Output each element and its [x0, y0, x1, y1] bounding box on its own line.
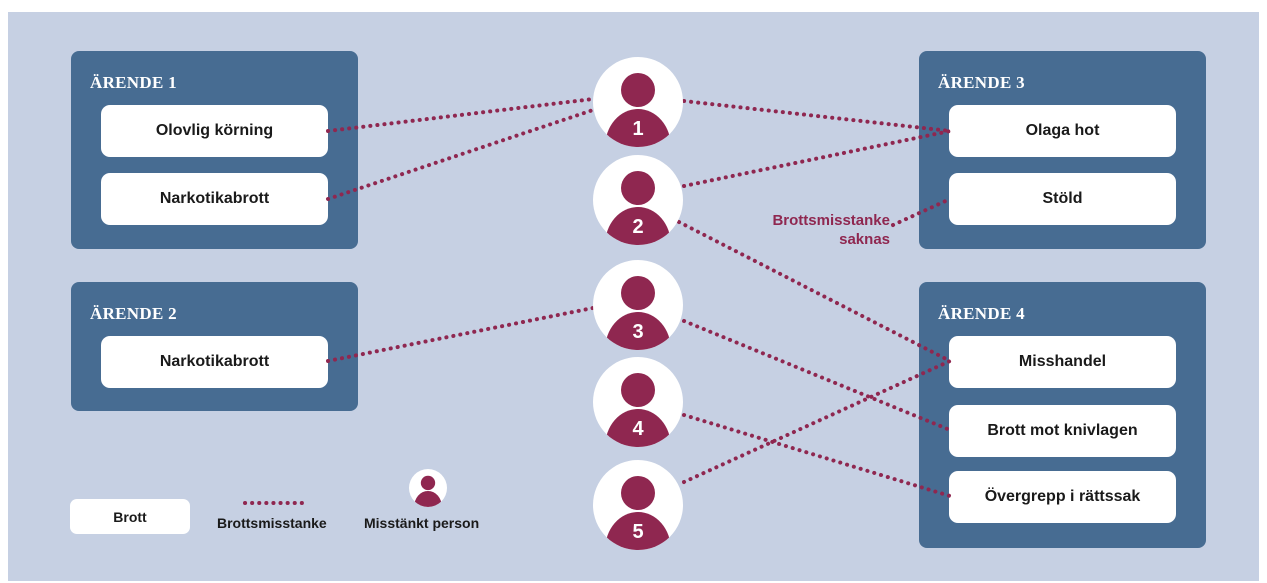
legend-suspicion-label: Brottsmisstanke	[217, 515, 327, 531]
suspect-person-1: 1	[593, 57, 683, 147]
person-number: 3	[632, 321, 643, 343]
person-number: 2	[632, 216, 643, 238]
missing-suspicion-line-1: Brottsmisstanke	[772, 212, 890, 229]
person-silhouette-icon: 3	[605, 276, 671, 350]
legend-suspicion-line	[243, 501, 310, 505]
case-2-box: ÄRENDE 2 Narkotikabrott	[71, 282, 358, 411]
missing-suspicion-line-2: saknas	[839, 231, 890, 248]
crime-olaga-hot: Olaga hot	[949, 105, 1176, 157]
suspect-person-2: 2	[593, 155, 683, 245]
case-2-title: ÄRENDE 2	[90, 304, 177, 323]
crime-overgrepp-i-rattssak: Övergrepp i rättssak	[949, 471, 1176, 523]
crime-olovlig-korning: Olovlig körning	[101, 105, 328, 157]
suspect-person-4: 4	[593, 357, 683, 447]
person-silhouette-icon	[414, 475, 442, 507]
person-number: 1	[632, 118, 643, 140]
person-number: 4	[632, 418, 644, 440]
person-number: 5	[632, 521, 643, 543]
crime-stold: Stöld	[949, 173, 1176, 225]
case-1-box: ÄRENDE 1 Olovlig körning Narkotikabrott	[71, 51, 358, 249]
case-4-box: ÄRENDE 4 Misshandel Brott mot knivlagen …	[919, 282, 1206, 548]
crime-brott-mot-knivlagen: Brott mot knivlagen	[949, 405, 1176, 457]
person-silhouette-icon: 1	[605, 73, 671, 147]
person-silhouette-icon: 2	[605, 171, 671, 245]
legend-suspect-icon	[409, 469, 447, 507]
missing-suspicion-label: Brottsmisstanke saknas	[722, 211, 890, 249]
case-4-title: ÄRENDE 4	[938, 304, 1025, 323]
crime-narkotikabrott-case-2: Narkotikabrott	[101, 336, 328, 388]
legend-crime-box: Brott	[70, 499, 190, 534]
case-3-box: ÄRENDE 3 Olaga hot Stöld	[919, 51, 1206, 249]
person-silhouette-icon: 4	[605, 373, 671, 447]
legend-suspect-label: Misstänkt person	[364, 515, 480, 531]
suspect-person-5: 5	[593, 460, 683, 550]
case-3-title: ÄRENDE 3	[938, 73, 1025, 92]
case-1-title: ÄRENDE 1	[90, 73, 177, 92]
suspect-person-3: 3	[593, 260, 683, 350]
person-silhouette-icon: 5	[605, 476, 671, 550]
crime-misshandel: Misshandel	[949, 336, 1176, 388]
crime-narkotikabrott-case-1: Narkotikabrott	[101, 173, 328, 225]
